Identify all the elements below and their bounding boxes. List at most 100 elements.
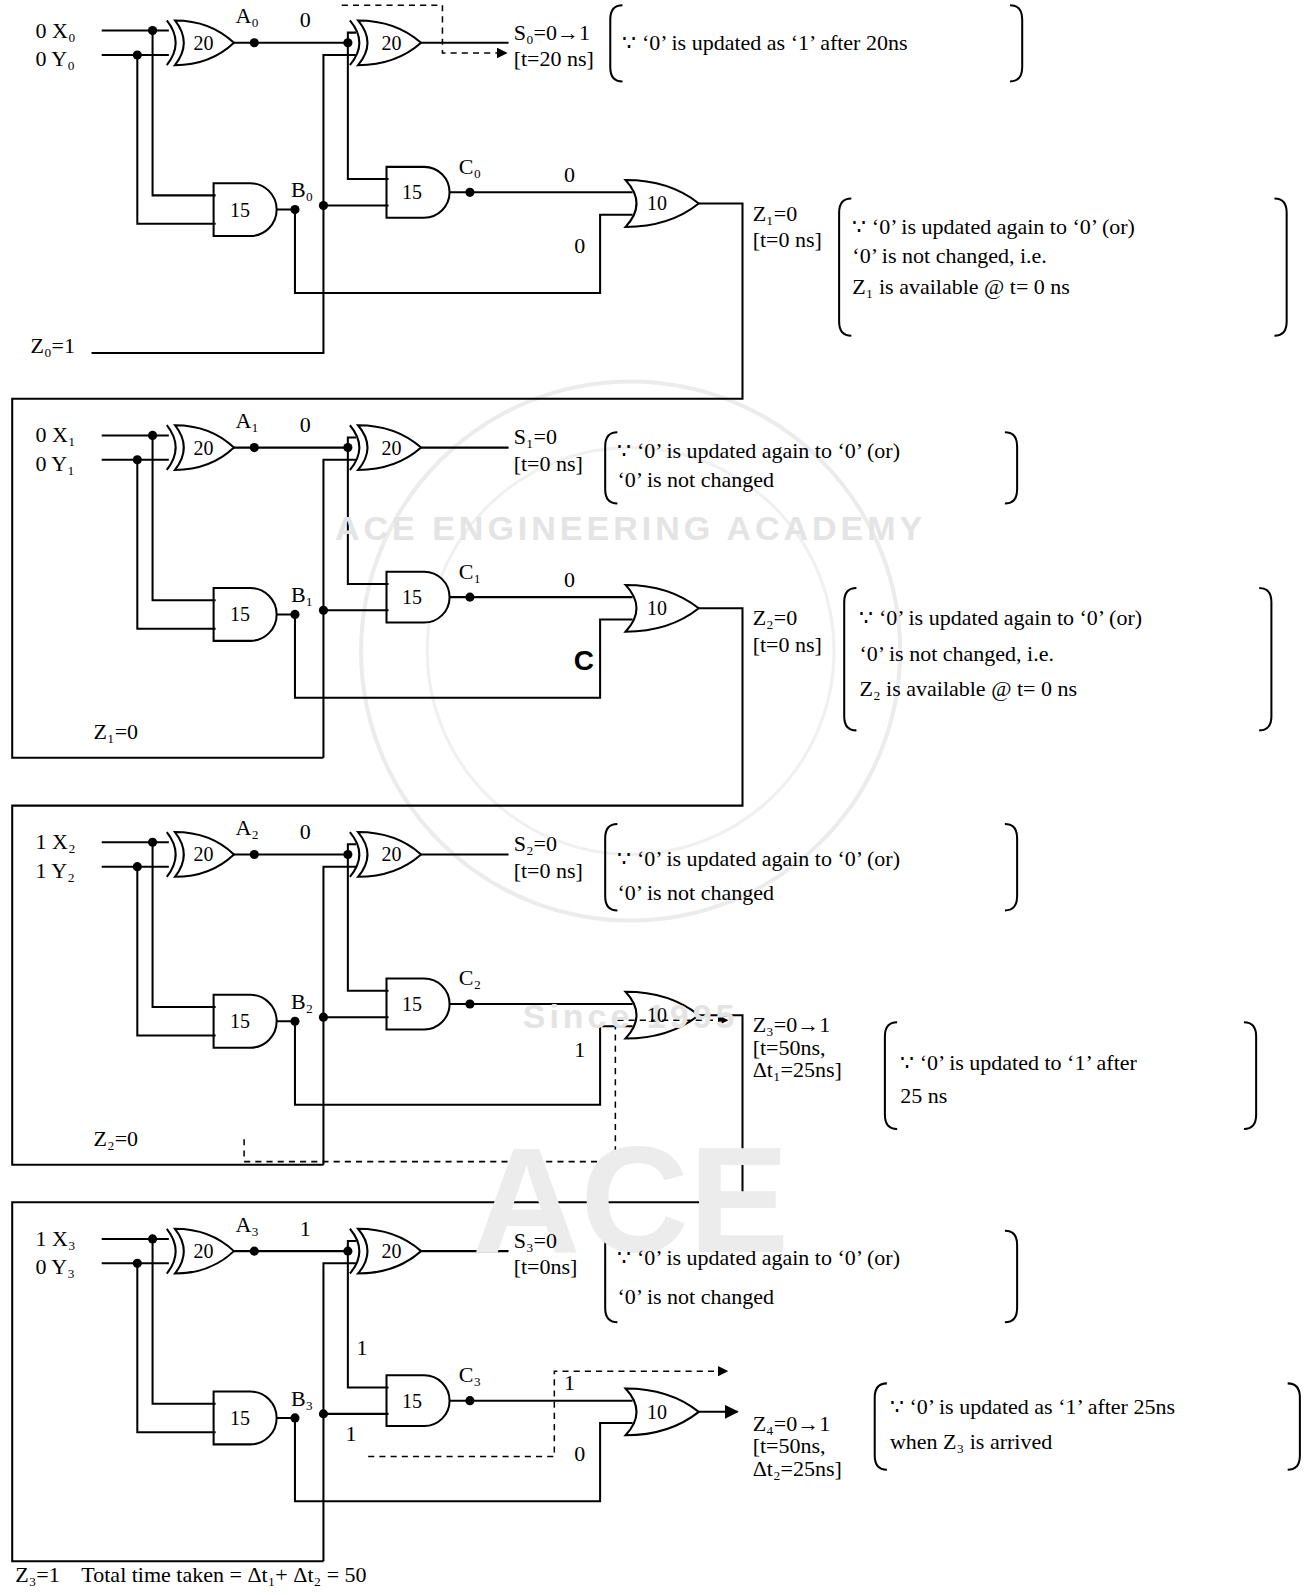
junction-dot bbox=[290, 1413, 299, 1422]
junction-dot bbox=[319, 606, 328, 615]
xor-gate-curve bbox=[167, 20, 176, 65]
sum-wire bbox=[421, 42, 508, 44]
input-wire bbox=[102, 30, 169, 32]
junction-dot bbox=[465, 999, 474, 1008]
signal-label: B₁ bbox=[291, 583, 313, 607]
wire bbox=[348, 854, 389, 990]
signal-label: [t=0 ns] bbox=[753, 633, 822, 657]
annotation-note: ‘0’ is not changed bbox=[617, 881, 774, 905]
annotation-note: ∵ ‘0’ is updated as ‘1’ after 20ns bbox=[622, 31, 907, 55]
xor-gate-curve bbox=[167, 832, 176, 877]
and-gate bbox=[214, 183, 277, 236]
and-gate bbox=[387, 167, 450, 218]
junction-dot bbox=[465, 188, 474, 197]
bracket bbox=[610, 5, 622, 81]
signal-label: 0 bbox=[300, 8, 311, 32]
gate-delay: 20 bbox=[382, 1240, 402, 1262]
signal-label: Δt₂=25ns] bbox=[753, 1457, 842, 1481]
signal-label: Z₂=0 bbox=[94, 1127, 139, 1151]
wire bbox=[450, 596, 633, 598]
junction-dot bbox=[319, 1013, 328, 1022]
signal-label: B₂ bbox=[291, 990, 313, 1014]
xor-gate-curve bbox=[167, 425, 176, 470]
annotation-note: ‘0’ is not changed, i.e. bbox=[859, 642, 1053, 666]
sum-wire bbox=[421, 853, 508, 855]
junction-dot bbox=[250, 850, 259, 859]
wire bbox=[323, 609, 388, 611]
gate-delay: 10 bbox=[647, 1401, 667, 1423]
annotation-note: ‘0’ is not changed, i.e. bbox=[852, 244, 1046, 268]
junction-dot bbox=[319, 201, 328, 210]
bracket bbox=[1010, 5, 1022, 81]
xor-gate bbox=[358, 832, 421, 877]
bracket bbox=[1005, 824, 1017, 910]
signal-label: 1 X₂ bbox=[36, 830, 76, 854]
bracket bbox=[1274, 198, 1286, 335]
gate-delay: 20 bbox=[193, 843, 213, 865]
gate-delay: 20 bbox=[382, 32, 402, 54]
watermark-circle bbox=[361, 381, 900, 920]
gate-delay: 10 bbox=[647, 1004, 667, 1026]
signal-label: A₂ bbox=[235, 816, 259, 840]
wire bbox=[277, 1418, 633, 1501]
signal-label: C₁ bbox=[459, 560, 481, 584]
annotation-note: ∵ ‘0’ is updated again to ‘0’ (or) bbox=[617, 1246, 900, 1270]
or-gate bbox=[626, 585, 699, 632]
input-wire bbox=[102, 434, 169, 436]
gate-delay: 20 bbox=[382, 843, 402, 865]
signal-label: 1 bbox=[345, 1422, 356, 1446]
gate-delay: 15 bbox=[230, 1407, 250, 1429]
junction-dot bbox=[250, 443, 259, 452]
bracket bbox=[1244, 1022, 1256, 1129]
signal-label: Z₃=0→1 bbox=[753, 1013, 831, 1037]
signal-label: 0 bbox=[300, 413, 311, 437]
signal-label: Z₁=0 bbox=[94, 720, 139, 744]
junction-dot bbox=[148, 26, 157, 35]
signal-label: A₀ bbox=[235, 4, 259, 28]
signal-label: [t=0ns] bbox=[514, 1255, 578, 1279]
xor-gate bbox=[358, 20, 421, 65]
junction-dot bbox=[465, 1396, 474, 1405]
signal-label: [t=0 ns] bbox=[753, 228, 822, 252]
wire bbox=[137, 460, 215, 629]
signal-label: 1 bbox=[574, 1038, 585, 1062]
gate-delay: 20 bbox=[382, 437, 402, 459]
annotation-note: ‘0’ is not changed bbox=[617, 1285, 774, 1309]
signal-label: 1 X₃ bbox=[36, 1227, 76, 1251]
signal-label: C₂ bbox=[459, 966, 481, 990]
and-gate bbox=[214, 995, 277, 1048]
gate-delay: 10 bbox=[647, 597, 667, 619]
xor-gate bbox=[175, 20, 234, 65]
wire bbox=[153, 1239, 216, 1404]
wire bbox=[323, 205, 388, 207]
signal-label: 0 bbox=[574, 234, 585, 258]
junction-dot bbox=[319, 1409, 328, 1418]
carry-wire bbox=[92, 55, 356, 353]
signal-label: A₁ bbox=[235, 409, 259, 433]
junction-dot bbox=[133, 455, 142, 464]
annotation-note: ∵ ‘0’ is updated again to ‘0’ (or) bbox=[617, 438, 900, 462]
signal-label: S₁=0 bbox=[514, 425, 557, 449]
xor-gate bbox=[175, 832, 234, 877]
signal-label: 0 Y₀ bbox=[36, 47, 75, 71]
signal-label: 0 X₀ bbox=[36, 18, 76, 42]
wire bbox=[137, 1263, 215, 1432]
bracket bbox=[605, 824, 617, 910]
signal-label: Z₀=1 bbox=[31, 334, 76, 358]
signal-label: 1 bbox=[564, 1371, 575, 1395]
gate-delay: 15 bbox=[402, 1390, 422, 1412]
wire bbox=[153, 842, 216, 1007]
gate-delay: 15 bbox=[402, 586, 422, 608]
carry-wire bbox=[699, 1411, 738, 1413]
signal-label: Δt₁=25ns] bbox=[753, 1058, 842, 1082]
gate-delay: 15 bbox=[230, 1010, 250, 1032]
annotation-note: when Z₃ is arrived bbox=[890, 1430, 1052, 1454]
junction-dot bbox=[290, 1017, 299, 1026]
junction-dot bbox=[343, 443, 352, 452]
input-wire bbox=[102, 841, 169, 843]
bracket bbox=[1005, 432, 1017, 503]
sum-wire bbox=[421, 447, 508, 449]
wire bbox=[137, 867, 215, 1036]
gate-delay: 20 bbox=[193, 32, 213, 54]
